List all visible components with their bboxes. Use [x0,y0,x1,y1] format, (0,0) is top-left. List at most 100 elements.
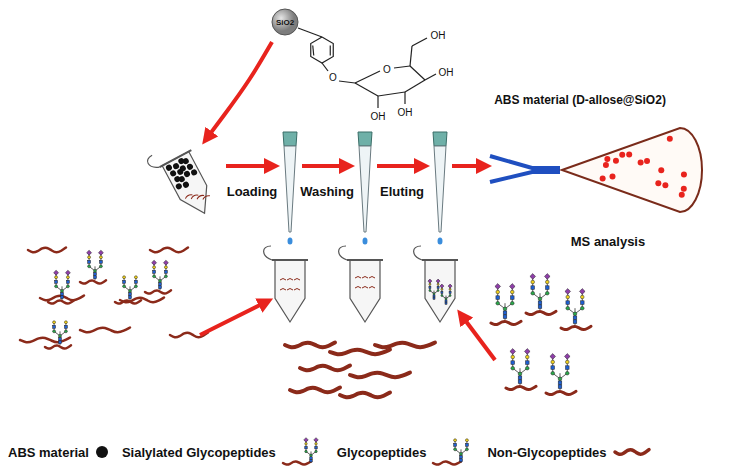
peptide-chain [350,373,410,378]
d-allose-structure [298,28,436,108]
step-label: Washing [299,185,355,199]
bead [178,175,186,183]
peptide-chain [45,345,71,348]
peptide-chain [491,321,521,324]
ion [681,186,687,192]
legend-symbol [281,436,325,468]
atom-label: O [382,64,392,75]
legend-text: Non-Glycopeptides [487,445,606,460]
ion [638,159,644,165]
peptide-chain [300,366,350,371]
peptide-chain [145,290,171,293]
peptide-chain [48,300,74,303]
flow-arrow [302,164,347,168]
drop [288,238,293,245]
sialylated-glycan [550,354,570,390]
sphere-label: SiO2 [276,18,294,27]
sialylated-glycan [304,438,318,463]
pipette-tip [283,132,297,245]
ms-inlet [490,128,702,212]
sialylated-glycan [565,289,585,325]
peptide-chain [526,311,556,314]
material-label: ABS material (D-allose@SiO2) [493,94,667,107]
pipette-tip [433,132,447,245]
flow-arrow [207,42,272,138]
flow-arrow [452,164,484,168]
glycan [123,276,138,300]
peptide-chain [561,326,591,329]
bead [183,170,191,178]
peptide-chain [20,338,70,343]
peptide-chain [115,300,141,303]
peptide-chain [375,343,435,348]
ion [603,162,609,168]
peptide-chain [150,248,188,253]
legend-item: Non-Glycopeptides [487,436,651,468]
sialylated-glycan [495,284,515,320]
ion [667,136,673,142]
sialylated-glycan [152,260,169,290]
sialylated-glycopeptides [491,274,591,395]
ion [600,175,606,181]
ion [610,174,616,180]
drop [363,238,368,245]
ion [662,182,668,188]
peptide-chain [546,391,576,394]
ion [655,180,661,186]
legend-symbol [612,436,652,468]
sialylated-glycan [530,274,550,310]
legend-text: Glycopeptides [337,445,427,460]
bead [190,168,198,176]
pipette-tip [358,132,372,245]
phenyl-ring [311,37,334,63]
bead [182,157,190,165]
sialylated-glycan [428,279,440,300]
glycan [53,321,68,345]
bead [186,163,194,171]
legend-item: Sialylated Glycopeptides [122,436,325,468]
analysis-label: MS analysis [570,235,646,249]
ion [681,172,687,178]
atom-label: O [328,72,338,83]
peptide-chain [615,450,649,455]
sample-mixture [20,248,208,349]
sialylated-glycan [54,270,71,300]
legend-text: Sialylated Glycopeptides [122,445,276,460]
glycan [454,439,469,463]
legend: ABS material Sialylated Glycopeptides Glyc… [8,436,664,468]
legend-symbol [431,436,475,468]
eppendorf-tube [146,138,221,226]
drop [438,238,443,245]
eppendorf-tube [339,246,383,322]
eppendorf-tube [414,246,458,322]
flow-arrow [377,164,422,168]
bead [165,164,173,172]
step-label: Loading [226,185,279,199]
peptide-chain [330,350,390,355]
bead [175,182,183,190]
bead [172,162,180,170]
ion [644,158,650,164]
legend-text: ABS material [8,445,89,460]
bead [179,164,187,172]
silica-sphere: SiO2 [271,8,299,36]
flow-arrow [200,302,266,335]
step-label: Eluting [379,185,425,199]
ion [604,156,610,162]
bead [182,181,190,189]
eppendorf-tube [264,246,308,322]
flow-arrow [462,316,495,360]
ion [626,151,632,157]
sialylated-glycan [440,284,452,305]
bead-swatch [96,446,108,458]
atom-label: OH [370,111,387,122]
atom-label: OH [438,67,455,78]
peptide-chain [290,388,340,393]
ion [658,167,664,173]
sialylated-glycan [87,250,104,280]
ion [613,158,619,164]
peptide-chain [80,328,130,333]
sialylated-glycan [510,349,530,385]
peptide-chain [340,393,390,398]
